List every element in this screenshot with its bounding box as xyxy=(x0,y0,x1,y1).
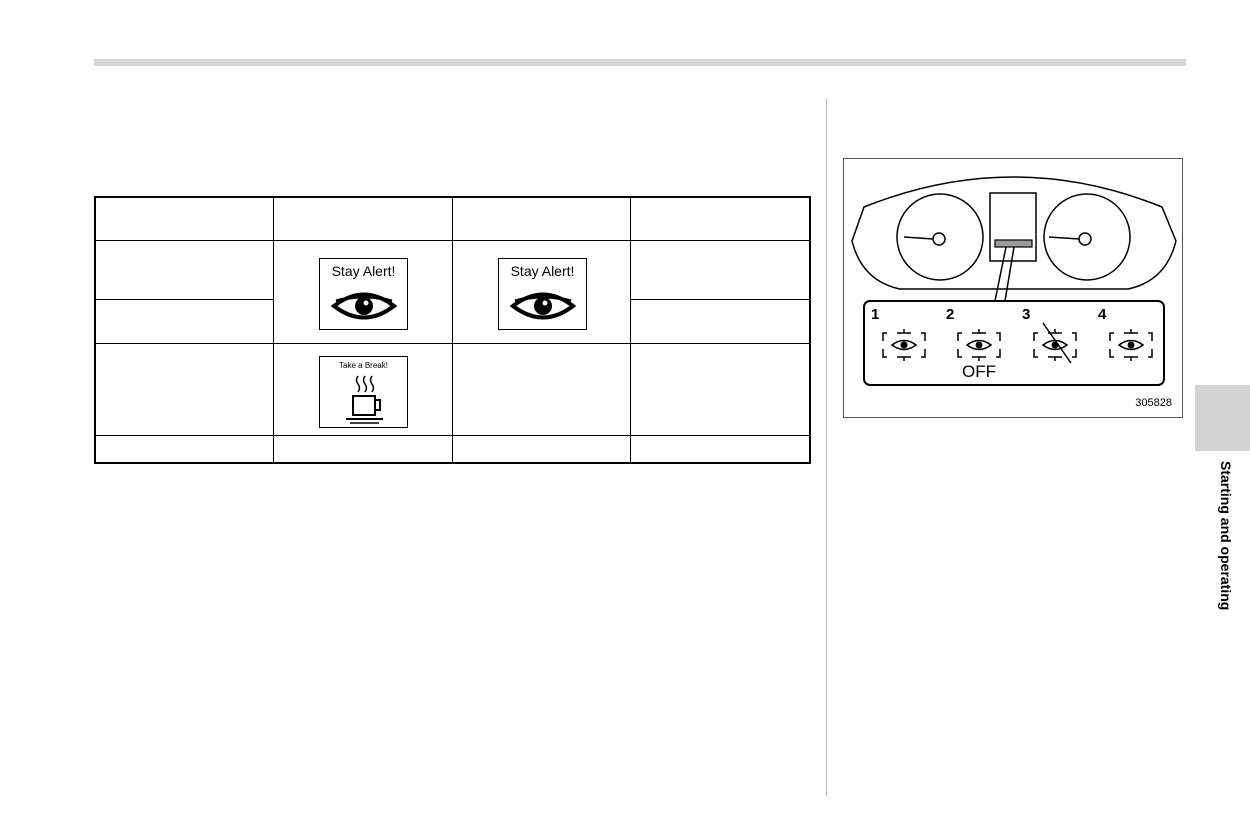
tachometer-gauge xyxy=(1043,193,1131,281)
section-tab-label: Starting and operating xyxy=(1218,461,1234,611)
coffee-cup-icon xyxy=(346,375,383,424)
stay-alert-text: Stay Alert! xyxy=(331,263,396,279)
instrument-cluster-figure: 1 2 3 4 OFF 305828 xyxy=(843,158,1183,418)
table-row-divider xyxy=(630,299,811,300)
callout-number-1: 1 xyxy=(871,306,880,323)
driver-monitor-icon xyxy=(957,329,1001,361)
stay-alert-display-2: Stay Alert! xyxy=(498,258,587,330)
table-row-divider xyxy=(96,299,273,300)
warning-table: Stay Alert! Stay Alert! Take a Break! xyxy=(94,196,811,464)
callout-number-3: 3 xyxy=(1022,306,1031,323)
driver-monitor-icon xyxy=(1109,329,1153,361)
driver-monitor-icon xyxy=(882,329,926,361)
callout-number-4: 4 xyxy=(1098,306,1107,323)
callout-number-2: 2 xyxy=(946,306,955,323)
take-break-text: Take a Break! xyxy=(339,361,388,370)
eye-icon xyxy=(509,292,577,320)
eye-icon xyxy=(330,292,398,320)
stay-alert-text: Stay Alert! xyxy=(510,263,575,279)
table-col-divider xyxy=(630,198,631,462)
instrument-cluster-illustration xyxy=(851,176,1177,386)
column-divider xyxy=(826,98,827,796)
speedometer-gauge xyxy=(896,193,984,281)
table-col-divider xyxy=(452,198,453,462)
top-rule xyxy=(94,59,1186,66)
section-tab-marker xyxy=(1195,385,1250,451)
stay-alert-display-1: Stay Alert! xyxy=(319,258,408,330)
off-label: OFF xyxy=(962,362,996,381)
table-col-divider xyxy=(273,198,274,462)
figure-code: 305828 xyxy=(1135,397,1172,409)
driver-monitor-off-icon xyxy=(1033,322,1077,364)
take-break-display: Take a Break! xyxy=(319,356,408,428)
